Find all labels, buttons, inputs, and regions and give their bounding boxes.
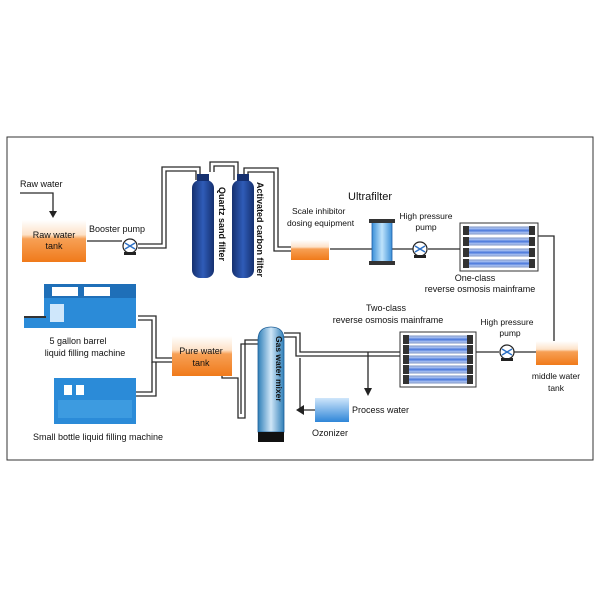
membrane-tube <box>407 345 469 354</box>
membrane-cap <box>403 355 409 364</box>
gas-water-mixer <box>257 326 285 442</box>
carbon-to-dosing-pipe <box>243 167 291 248</box>
membrane-tube <box>407 375 469 384</box>
membrane-cap <box>529 248 535 257</box>
high-pressure-pump-1-icon <box>412 241 428 258</box>
membrane-cap <box>463 237 469 246</box>
middle-water-tank-label-2: tank <box>548 383 565 393</box>
ro1-to-middle-tank-pipe <box>538 235 555 341</box>
middle-water-tank <box>536 341 578 365</box>
scale-inhibitor-label-1: Scale inhibitor <box>292 206 346 216</box>
five-gallon-label-2: liquid filling machine <box>45 348 126 358</box>
ozonizer-label: Ozonizer <box>312 428 348 438</box>
ozonizer <box>315 398 349 422</box>
booster-pump-label: Booster pump <box>89 224 145 234</box>
scale-inhibitor-label-2: dosing equipment <box>287 218 355 228</box>
membrane-cap <box>463 248 469 257</box>
process-water-label: Process water <box>352 405 409 415</box>
flow-arrows <box>49 211 372 415</box>
quartz-sand-filter <box>192 174 214 278</box>
pure-water-tank-label-1: Pure water <box>179 346 223 356</box>
pure-water-tank <box>172 336 232 376</box>
membrane-tube <box>467 226 531 235</box>
one-class-ro-label-1: One-class <box>455 273 496 283</box>
membrane-cap <box>403 345 409 354</box>
membrane-tube <box>467 248 531 257</box>
raw-water-arrow <box>49 211 57 218</box>
raw-water-inlet-pipe <box>20 192 54 213</box>
filter-connector-pipe <box>209 161 239 180</box>
membrane-tube <box>407 335 469 344</box>
five-gallon-filling-machine <box>24 284 136 328</box>
membrane-cap <box>467 375 473 384</box>
high-pressure-pump-2-label-1: High pressure <box>481 317 534 327</box>
two-class-ro-label-1: Two-class <box>366 303 407 313</box>
ozonizer-arrow <box>296 405 304 415</box>
small-bottle-label: Small bottle liquid filling machine <box>33 432 163 442</box>
raw-water-label: Raw water <box>20 179 63 189</box>
small-bottle-filling-machine <box>54 378 136 424</box>
activated-carbon-filter-label: Activated carbon filter <box>255 182 265 278</box>
membrane-cap <box>467 355 473 364</box>
membrane-tube <box>467 259 531 268</box>
high-pressure-pump-1-label-2: pump <box>415 222 437 232</box>
membrane-cap <box>463 259 469 268</box>
membrane-cap <box>529 259 535 268</box>
booster-pump-icon <box>122 238 138 255</box>
pump-to-filter-pipe <box>138 166 201 245</box>
raw-water-tank-label-1: Raw water <box>33 230 76 240</box>
membrane-cap <box>529 237 535 246</box>
pure-water-tank-label-2: tank <box>192 358 210 368</box>
gas-water-mixer-label: Gas water mixer <box>274 336 284 402</box>
ro2-to-mixer-pipe <box>284 332 400 353</box>
process-water-arrow <box>364 388 372 396</box>
scale-inhibitor-dosing-equipment <box>291 240 329 260</box>
raw-water-tank-label-2: tank <box>45 241 63 251</box>
membrane-cap <box>467 345 473 354</box>
membrane-cap <box>403 365 409 374</box>
membrane-tube <box>467 237 531 246</box>
five-gallon-label-1: 5 gallon barrel <box>49 336 106 346</box>
pure-tank-to-fillers-pipe <box>138 315 172 359</box>
high-pressure-pump-1-label-1: High pressure <box>400 211 453 221</box>
membrane-tube <box>407 365 469 374</box>
high-pressure-pump-2-icon <box>499 344 515 361</box>
mixer-to-pure-tank-pipe <box>221 339 258 419</box>
two-class-ro-label-2: reverse osmosis mainframe <box>333 315 444 325</box>
quartz-sand-filter-label: Quartz sand filter <box>217 187 227 262</box>
membrane-cap <box>467 365 473 374</box>
membrane-cap <box>467 335 473 344</box>
membrane-tube <box>407 355 469 364</box>
one-class-ro-mainframe <box>459 222 539 272</box>
membrane-cap <box>463 226 469 235</box>
membrane-cap <box>403 335 409 344</box>
middle-water-tank-label-1: middle water <box>532 371 580 381</box>
high-pressure-pump-2-label-2: pump <box>499 328 521 338</box>
activated-carbon-filter <box>232 174 254 278</box>
two-class-ro-mainframe <box>399 331 477 388</box>
membrane-cap <box>403 375 409 384</box>
membrane-cap <box>529 226 535 235</box>
ultrafilter <box>369 219 395 265</box>
one-class-ro-label-2: reverse osmosis mainframe <box>425 284 536 294</box>
ultrafilter-label: Ultrafilter <box>348 191 392 203</box>
raw-water-tank: Raw water tank <box>22 220 86 262</box>
